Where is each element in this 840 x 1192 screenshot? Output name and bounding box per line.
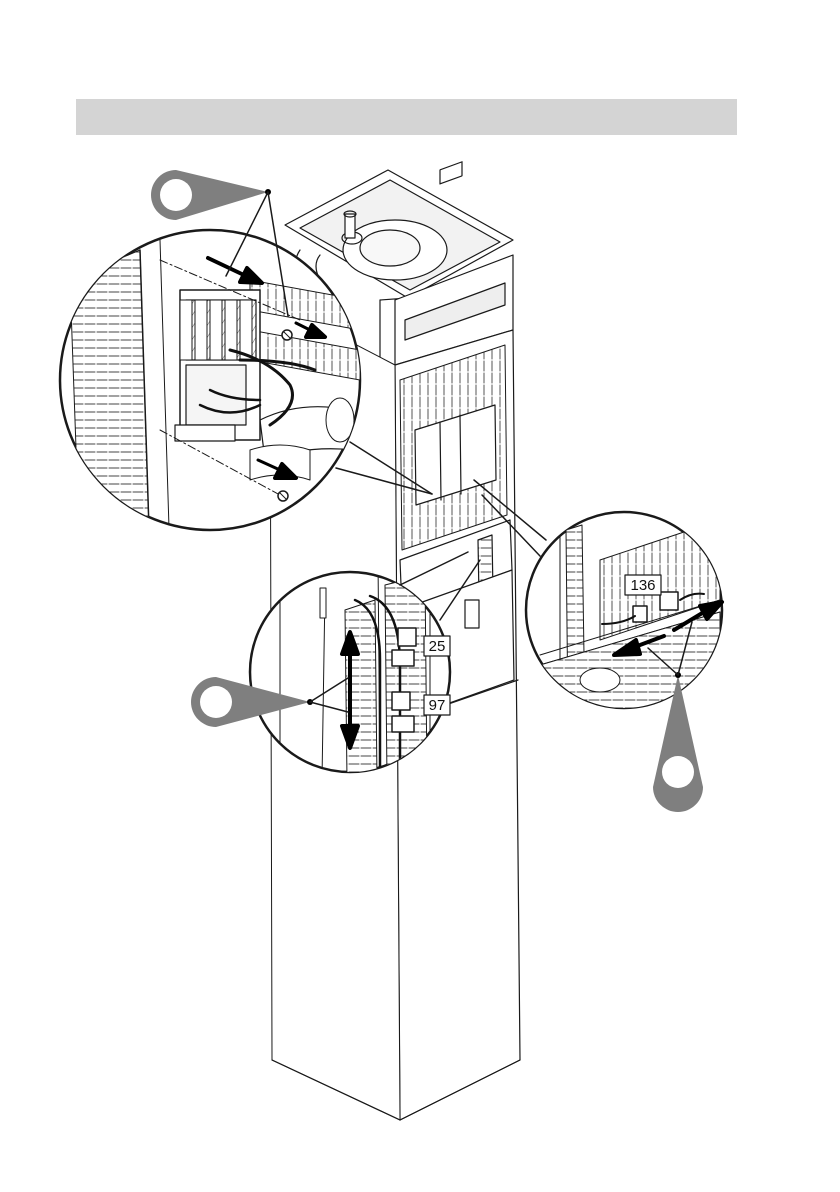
- label-25-text: 25: [429, 638, 446, 655]
- label-136: 136: [625, 575, 661, 595]
- label-25: 25: [424, 636, 450, 656]
- label-97: 97: [424, 695, 450, 715]
- label-136-text: 136: [630, 577, 655, 594]
- label-97-text: 97: [429, 697, 446, 714]
